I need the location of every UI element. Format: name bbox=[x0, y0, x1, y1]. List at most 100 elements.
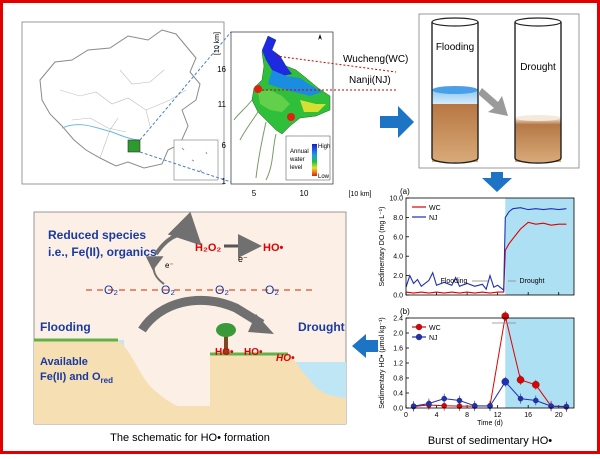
ho-label-surface: HO• bbox=[244, 347, 263, 358]
bank-floor bbox=[178, 406, 210, 424]
available-line1: Available bbox=[40, 356, 88, 368]
panel-label: (a) bbox=[400, 187, 410, 196]
arrow-to-tubes bbox=[380, 106, 414, 138]
electron-label: e⁻ bbox=[238, 254, 248, 264]
nj-station-label: Nanji(NJ) bbox=[349, 75, 391, 86]
o2-label: O₂ bbox=[104, 283, 118, 297]
annotation-flooding: Flooding bbox=[441, 278, 468, 285]
data-point-nj bbox=[410, 403, 417, 409]
legend-high: High bbox=[318, 144, 330, 150]
plot-border bbox=[405, 197, 575, 296]
map-y-tick: 11 bbox=[218, 100, 227, 109]
y-tick-label: 2.4 bbox=[393, 316, 403, 323]
data-point-nj bbox=[456, 397, 463, 404]
y-tick-label: 0.0 bbox=[393, 293, 403, 300]
data-point-wc bbox=[501, 312, 510, 320]
zoom-line-top bbox=[139, 31, 232, 141]
flooding-sediment bbox=[432, 100, 478, 162]
y-axis-label: Sedimentary HO• (μmol kg⁻¹) bbox=[379, 317, 386, 408]
drought-sediment bbox=[515, 118, 561, 162]
annotation-drought: Drought bbox=[520, 278, 545, 285]
data-point-nj bbox=[441, 395, 447, 402]
flooding-tube-label: Flooding bbox=[436, 42, 474, 53]
data-point-nj bbox=[487, 403, 493, 409]
nj-station-dot bbox=[287, 113, 295, 121]
province-borders bbox=[59, 69, 187, 159]
y-tick-label: 1.6 bbox=[393, 346, 403, 353]
lake-yellow-zone bbox=[300, 100, 326, 112]
schematic-panel: Reduced species i.e., Fe(II), organics H… bbox=[33, 211, 347, 425]
y-tick-label: 10.0 bbox=[389, 196, 403, 203]
electron-small: e⁻ bbox=[165, 261, 174, 270]
flooding-water bbox=[432, 90, 478, 104]
y-tick-label: 1.2 bbox=[393, 361, 403, 368]
legend-label-nj: NJ bbox=[429, 215, 438, 222]
tributary-rivers bbox=[233, 99, 277, 181]
map-x-unit: [10 km] bbox=[349, 191, 372, 198]
y-tick-label: 6.0 bbox=[393, 234, 403, 241]
data-point-wc bbox=[532, 380, 540, 389]
poyang-lake-marker bbox=[127, 139, 141, 153]
legend-label-wc: WC bbox=[429, 325, 441, 332]
north-arrow-icon bbox=[318, 34, 322, 40]
y-tick-label: 8.0 bbox=[393, 215, 403, 222]
y-tick-label: 0.8 bbox=[393, 376, 403, 383]
drought-label: Drought bbox=[298, 320, 345, 334]
curve-arrowhead bbox=[248, 314, 274, 334]
h2o2-label: H₂O₂ bbox=[195, 242, 221, 254]
wc-station-dot bbox=[254, 85, 262, 93]
y-tick-label: 2.0 bbox=[393, 273, 403, 280]
flooding-tube bbox=[431, 22, 479, 164]
x-tick-label: 4 bbox=[435, 412, 439, 419]
ho-label-top: HO• bbox=[263, 242, 284, 254]
tree-trunk bbox=[224, 336, 228, 354]
legend-label-wc: WC bbox=[429, 205, 441, 212]
china-outline bbox=[39, 29, 201, 169]
x-tick-label: 16 bbox=[524, 412, 532, 419]
map-y-tick: 16 bbox=[217, 65, 226, 74]
flooding-tube-rim bbox=[431, 17, 479, 27]
legend-low: Low bbox=[318, 174, 330, 180]
y-tick-label: 2.0 bbox=[393, 331, 403, 338]
series-line-nj bbox=[405, 207, 567, 292]
lake-mid-channel bbox=[268, 70, 322, 96]
drought-sediment-surface bbox=[515, 115, 561, 121]
wc-station-label: Wucheng(WC) bbox=[343, 54, 408, 65]
wc-leader-line bbox=[275, 55, 397, 73]
arrow-to-charts bbox=[482, 172, 512, 192]
data-point-wc bbox=[516, 376, 525, 384]
reduced-species-line2: i.e., Fe(II), organics bbox=[48, 245, 157, 259]
ho-label-surface: HO• bbox=[276, 353, 295, 364]
drought-shaded-region bbox=[505, 318, 574, 408]
panel-label: (b) bbox=[400, 307, 410, 316]
y-tick-label: 0.4 bbox=[393, 391, 403, 398]
o2-label: O₂ bbox=[265, 283, 279, 297]
y-axis-label: Sedimentary DO (mg L⁻¹) bbox=[379, 207, 386, 287]
legend-title: water bbox=[289, 157, 305, 163]
data-point-wc bbox=[441, 402, 447, 409]
map-legend bbox=[285, 135, 331, 181]
available-line2: Fe(II) and Ored bbox=[40, 371, 113, 385]
zoom-line-bottom bbox=[139, 151, 232, 183]
inset-islands bbox=[181, 147, 208, 173]
map-y-unit: [10 km] bbox=[214, 32, 221, 55]
legend-label-nj: NJ bbox=[429, 335, 438, 342]
o2-label: O₂ bbox=[215, 283, 229, 297]
flood-to-drought-curve bbox=[138, 295, 265, 333]
tubes-panel: Flooding Drought bbox=[418, 13, 580, 169]
data-point-nj bbox=[517, 395, 524, 402]
south-china-sea-inset bbox=[173, 139, 219, 181]
drought-tube-rim bbox=[514, 17, 562, 27]
map-y-tick: 6 bbox=[222, 141, 227, 150]
drought-tube-label: Drought bbox=[520, 62, 556, 73]
data-point-nj bbox=[548, 403, 554, 409]
drought-tube bbox=[514, 22, 562, 164]
flooding-water-surface bbox=[432, 86, 478, 94]
x-axis-label: Time (d) bbox=[477, 420, 503, 427]
legend-colorbar bbox=[312, 144, 317, 176]
x-tick-label: 20 bbox=[555, 412, 563, 419]
map-x-tick: 5 bbox=[252, 189, 257, 198]
